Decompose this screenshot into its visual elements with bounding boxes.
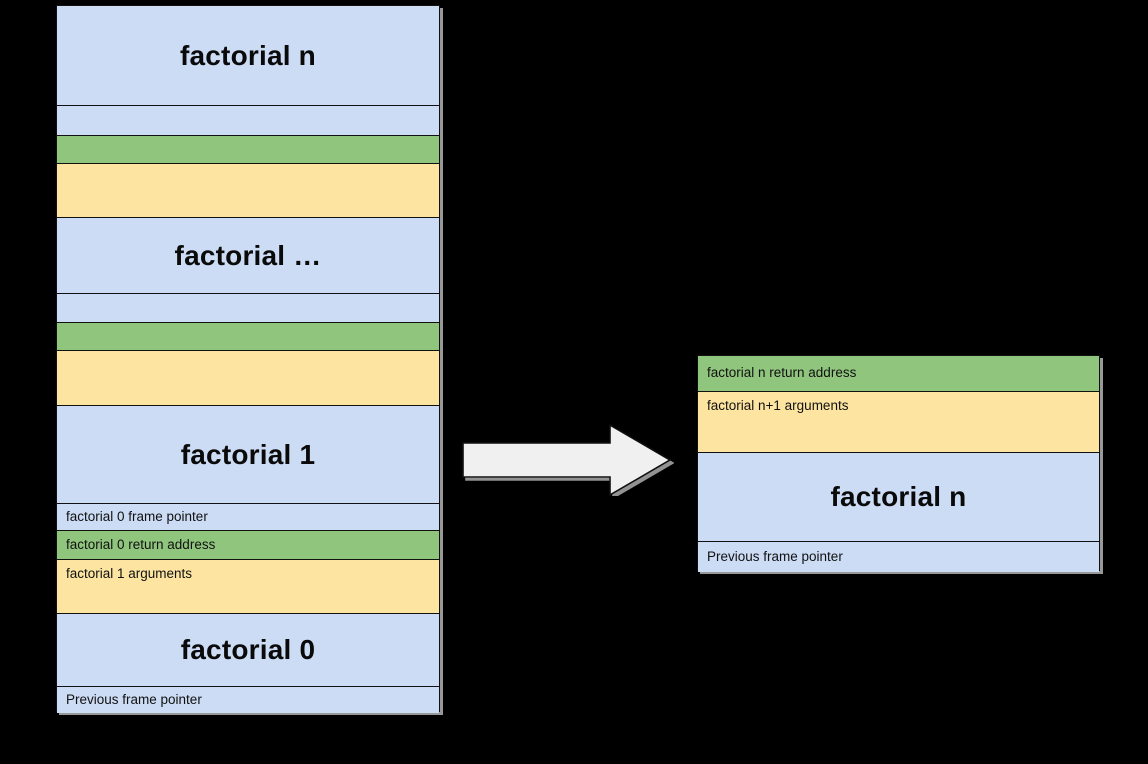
- left_stack-row: factorial 0 return address: [57, 531, 439, 560]
- left_stack-slot-label: factorial 1 arguments: [66, 566, 193, 581]
- right_frame-frame-caption: factorial n: [830, 481, 967, 512]
- left_stack-row: factorial 1: [57, 406, 439, 504]
- left_stack-slot-label: Previous frame pointer: [66, 691, 202, 707]
- left_stack-row: [57, 106, 439, 136]
- right_frame-row: Previous frame pointer: [698, 542, 1099, 572]
- left_stack-frame-caption: factorial …: [174, 239, 322, 271]
- left_stack-row: factorial …: [57, 218, 439, 294]
- left_stack-frame-caption: factorial n: [179, 39, 316, 71]
- left_stack-row: factorial 0: [57, 614, 439, 687]
- left_stack-slot-label: factorial 0 return address: [66, 536, 216, 552]
- left_stack-slot-label: [57, 351, 66, 358]
- single-stack-frame-diagram: factorial n return address factorial n+1 …: [697, 355, 1100, 572]
- right_frame-slot-label: Previous frame pointer: [707, 548, 843, 564]
- right_frame-row: factorial n: [698, 453, 1099, 542]
- left_stack-frame-caption: factorial 0: [180, 634, 316, 665]
- left_stack-row: Previous frame pointer: [57, 687, 439, 713]
- left_stack-row: [57, 164, 439, 218]
- transition-arrow-container: [462, 423, 674, 497]
- left_stack-row: [57, 323, 439, 351]
- left_stack-row: [57, 351, 439, 406]
- right_frame-slot-label: factorial n return address: [707, 365, 857, 381]
- left_stack-slot-label: [57, 164, 66, 171]
- right_frame-row: factorial n return address: [698, 356, 1099, 392]
- call-stack-diagram: factorial n factorial … factorial 1 factori…: [56, 5, 440, 713]
- left_stack-row: [57, 294, 439, 323]
- left_stack-row: [57, 136, 439, 164]
- left_stack-row: factorial 1 arguments: [57, 560, 439, 614]
- arrow-right-icon: [462, 423, 672, 497]
- left_stack-row: factorial 0 frame pointer: [57, 504, 439, 531]
- right_frame-slot-label: factorial n+1 arguments: [707, 398, 849, 413]
- right_frame-row: factorial n+1 arguments: [698, 392, 1099, 453]
- left_stack-row: factorial n: [57, 6, 439, 106]
- left_stack-frame-caption: factorial 1: [180, 438, 316, 470]
- left_stack-slot-label: factorial 0 frame pointer: [66, 508, 208, 524]
